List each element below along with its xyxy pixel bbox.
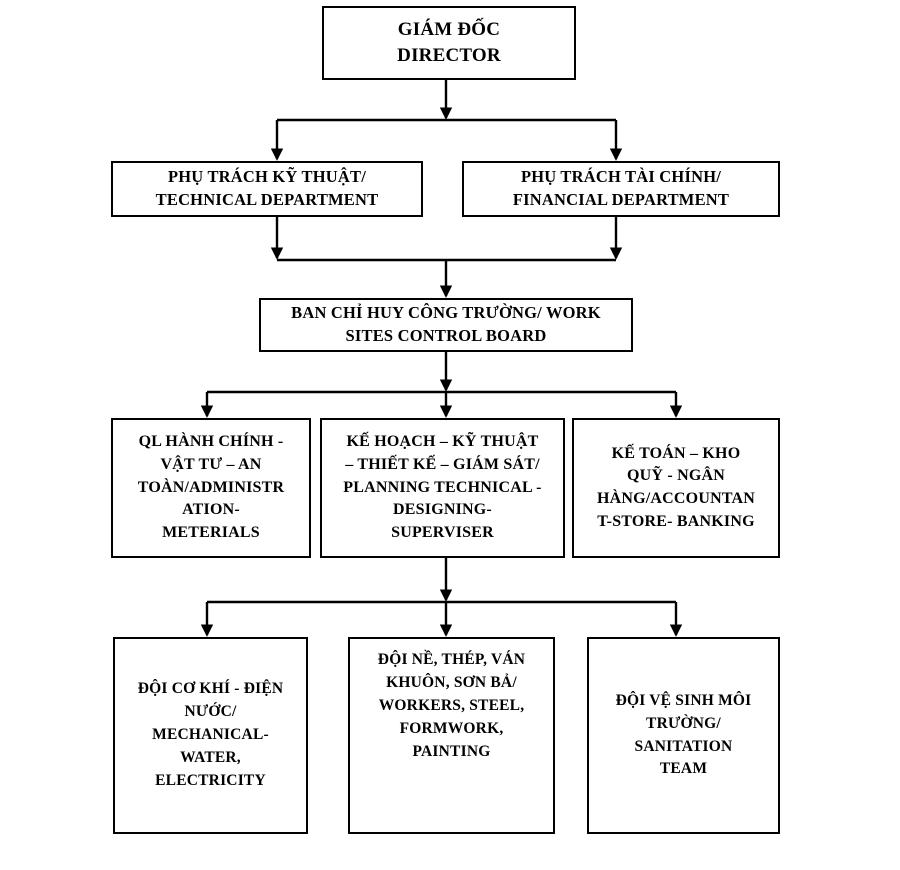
node-director-label: GIÁM ĐỐC DIRECTOR (397, 19, 501, 66)
node-director[interactable]: GIÁM ĐỐC DIRECTOR (322, 6, 576, 80)
node-financial-department-label: PHỤ TRÁCH TÀI CHÍNH/ FINANCIAL DEPARTMEN… (512, 167, 730, 209)
node-workers-steel-formwork-painting-label: ĐỘI NỀ, THÉP, VÁN KHUÔN, SƠN BẢ/ WORKERS… (377, 651, 526, 760)
node-administration-materials-label: QL HÀNH CHÍNH - VẬT TƯ – AN TOÀN/ADMINIS… (137, 433, 285, 542)
node-accountant-store-banking[interactable]: KẾ TOÁN – KHO QUỸ - NGÂN HÀNG/ACCOUNTAN … (572, 418, 780, 558)
node-mechanical-water-electricity-label: ĐỘI CƠ KHÍ - ĐIỆN NƯỚC/ MECHANICAL- WATE… (137, 680, 284, 789)
node-sanitation-team[interactable]: ĐỘI VỆ SINH MÔI TRƯỜNG/ SANITATION TEAM (587, 637, 780, 834)
node-work-sites-control-board-label: BAN CHỈ HUY CÔNG TRƯỜNG/ WORK SITES CONT… (291, 303, 601, 345)
node-administration-materials[interactable]: QL HÀNH CHÍNH - VẬT TƯ – AN TOÀN/ADMINIS… (111, 418, 311, 558)
node-sanitation-team-label: ĐỘI VỆ SINH MÔI TRƯỜNG/ SANITATION TEAM (615, 691, 752, 778)
node-workers-steel-formwork-painting[interactable]: ĐỘI NỀ, THÉP, VÁN KHUÔN, SƠN BẢ/ WORKERS… (348, 637, 555, 834)
node-planning-technical-designing-superviser-label: KẾ HOẠCH – KỸ THUẬT – THIẾT KẾ – GIÁM SÁ… (343, 433, 542, 542)
node-mechanical-water-electricity[interactable]: ĐỘI CƠ KHÍ - ĐIỆN NƯỚC/ MECHANICAL- WATE… (113, 637, 308, 834)
node-technical-department[interactable]: PHỤ TRÁCH KỸ THUẬT/ TECHNICAL DEPARTMENT (111, 161, 423, 217)
node-work-sites-control-board[interactable]: BAN CHỈ HUY CÔNG TRƯỜNG/ WORK SITES CONT… (259, 298, 633, 352)
node-technical-department-label: PHỤ TRÁCH KỸ THUẬT/ TECHNICAL DEPARTMENT (155, 167, 379, 209)
node-planning-technical-designing-superviser[interactable]: KẾ HOẠCH – KỸ THUẬT – THIẾT KẾ – GIÁM SÁ… (320, 418, 565, 558)
node-financial-department[interactable]: PHỤ TRÁCH TÀI CHÍNH/ FINANCIAL DEPARTMEN… (462, 161, 780, 217)
node-accountant-store-banking-label: KẾ TOÁN – KHO QUỸ - NGÂN HÀNG/ACCOUNTAN … (596, 444, 756, 530)
